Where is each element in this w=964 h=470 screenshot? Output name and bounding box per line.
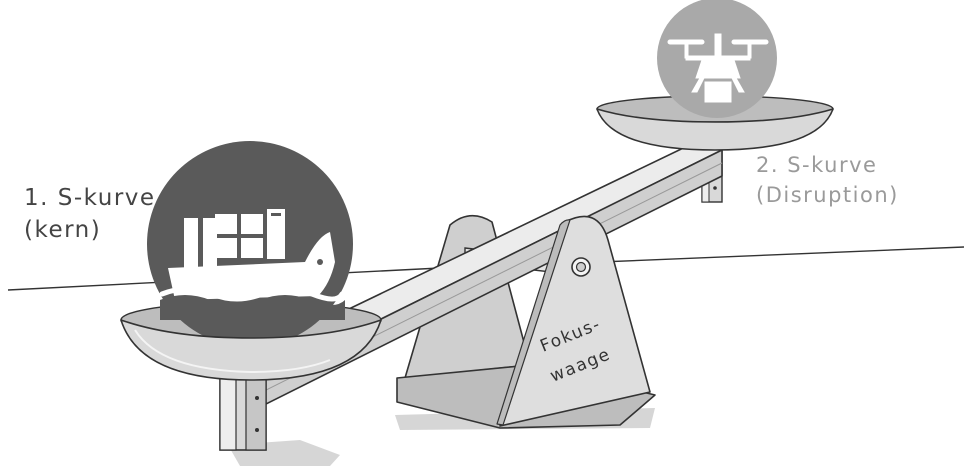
disruption-curve-label: 2. S-kurve (Disruption) (756, 153, 899, 207)
pivot-bolt (572, 258, 590, 276)
disruption-curve-label-line1: 2. S-kurve (756, 153, 877, 177)
core-curve-label-line2: (kern) (24, 217, 101, 243)
disruption-curve-label-line2: (Disruption) (756, 183, 899, 207)
left-support-post (220, 372, 266, 450)
right-ball (657, 0, 777, 118)
core-curve-label: 1. S-kurve (kern) (24, 185, 156, 243)
left-ball (147, 141, 353, 347)
horizon-line-right (600, 247, 964, 262)
core-curve-label-line1: 1. S-kurve (24, 185, 156, 211)
